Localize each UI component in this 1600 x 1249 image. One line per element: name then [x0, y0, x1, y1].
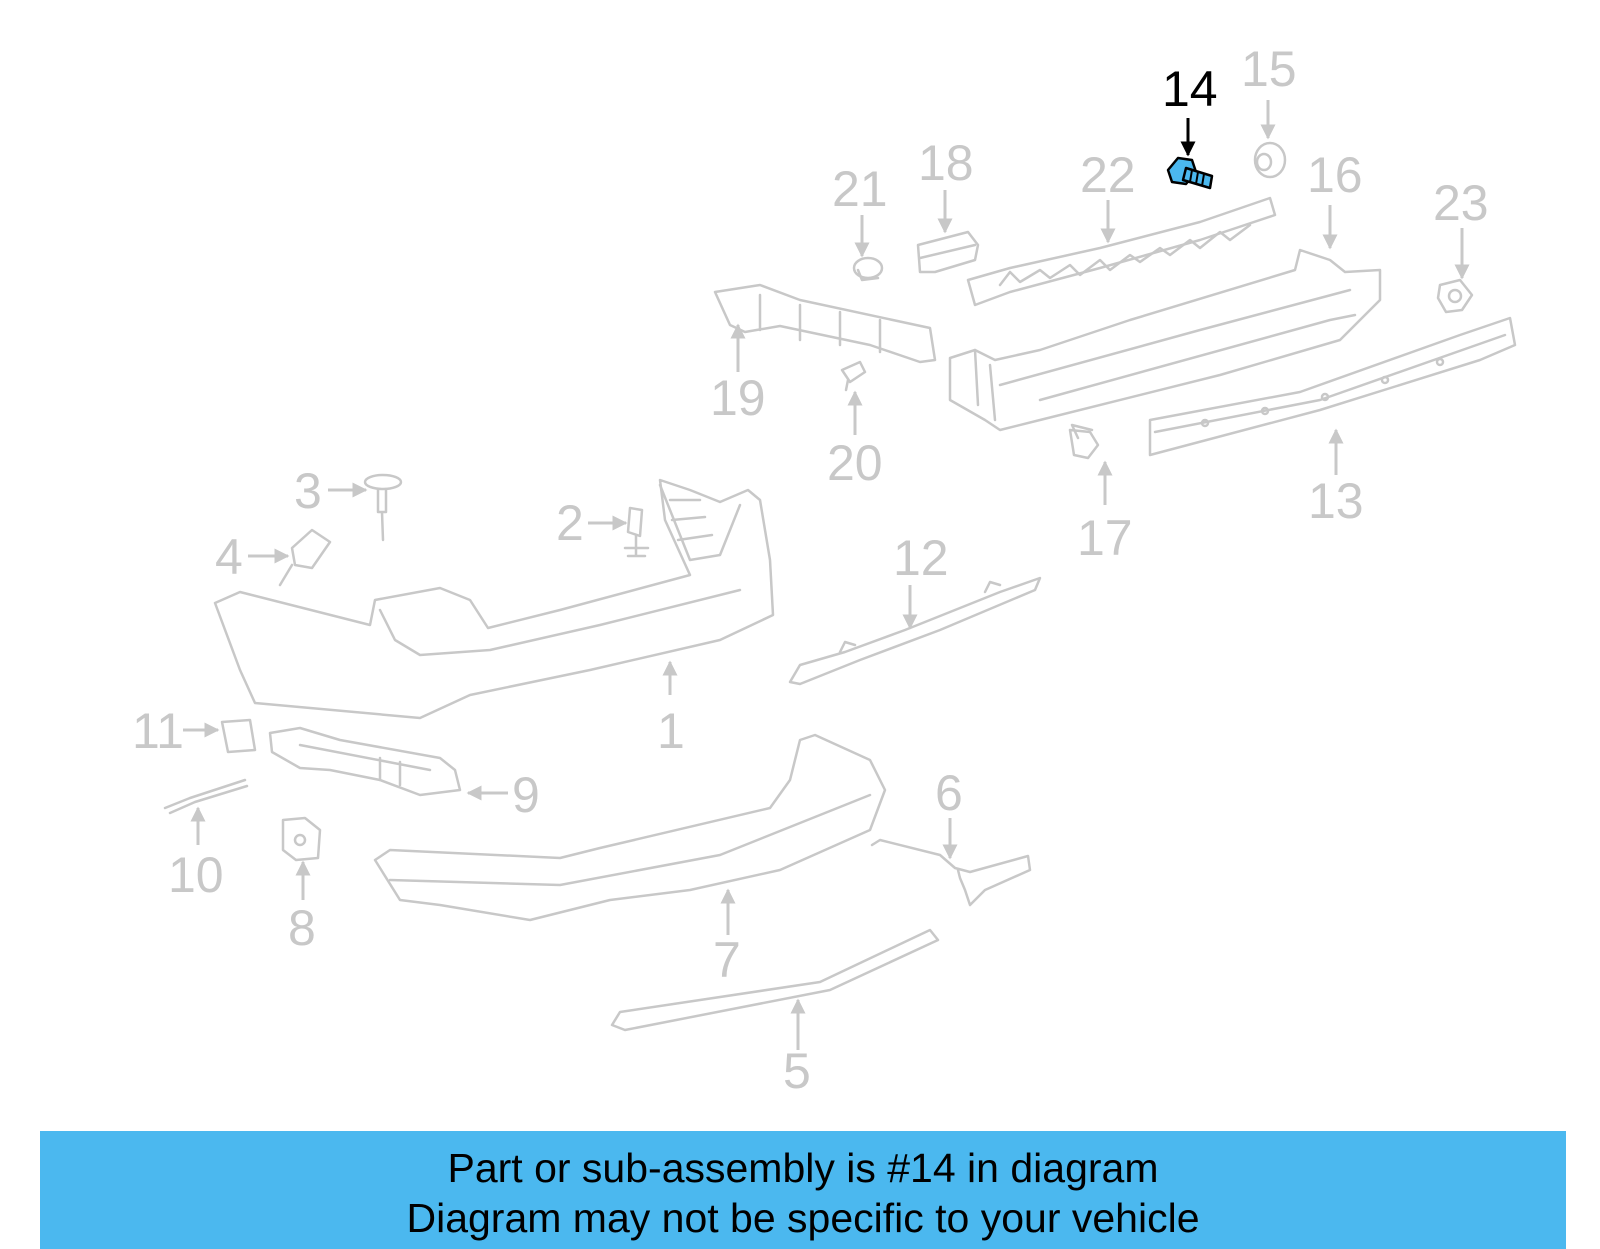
callout-12[interactable]: 12	[893, 530, 949, 586]
callout-20[interactable]: 20	[827, 435, 883, 491]
part-21-clip[interactable]	[852, 256, 884, 282]
callout-14[interactable]: 14	[1162, 61, 1218, 117]
part-5-lower-molding[interactable]	[610, 928, 940, 1032]
part-23-nut[interactable]	[1436, 278, 1474, 314]
leader-arrows	[183, 100, 1470, 1050]
callout-13[interactable]: 13	[1308, 473, 1364, 529]
part-15-spacer[interactable]	[1253, 141, 1287, 179]
banner-line-part-number: Part or sub-assembly is #14 in diagram	[447, 1145, 1159, 1191]
part-16-impact-bar[interactable]	[948, 248, 1382, 432]
part-6-reflector[interactable]	[870, 838, 1032, 907]
part-22-absorber[interactable]	[966, 196, 1277, 307]
part-12-molding[interactable]	[788, 576, 1042, 686]
callout-3[interactable]: 3	[294, 463, 322, 519]
callout-23[interactable]: 23	[1433, 175, 1489, 231]
part-1-bumper-cover[interactable]	[213, 478, 775, 720]
callout-9[interactable]: 9	[512, 767, 540, 823]
part-10-strap[interactable]	[163, 778, 249, 815]
info-banner: Part or sub-assembly is #14 in diagram D…	[40, 1131, 1566, 1249]
callout-16[interactable]: 16	[1307, 147, 1363, 203]
callout-11[interactable]: 11	[132, 703, 184, 759]
callout-2[interactable]: 2	[556, 495, 584, 551]
callout-4[interactable]: 4	[215, 529, 243, 585]
callout-6[interactable]: 6	[935, 765, 963, 821]
part-2-clip[interactable]	[623, 506, 650, 558]
part-13-reinforcement[interactable]	[1148, 316, 1517, 457]
parts-diagram: 1 2 3 4 5 6 7 8 9 10 11 12 13 14 15 16 1…	[132, 41, 1517, 1099]
part-20-screw[interactable]	[840, 360, 867, 392]
callout-labels: 1 2 3 4 5 6 7 8 9 10 11 12 13 14 15 16 1…	[132, 41, 1489, 1099]
part-18-bracket[interactable]	[916, 230, 980, 274]
part-11-pad[interactable]	[220, 718, 257, 754]
part-7-lower-valance[interactable]	[373, 733, 887, 922]
part-19-side-bracket[interactable]	[713, 283, 937, 364]
part-9-bracket[interactable]	[268, 726, 462, 797]
callout-7[interactable]: 7	[713, 932, 741, 988]
callout-8[interactable]: 8	[288, 900, 316, 956]
callout-18[interactable]: 18	[918, 135, 974, 191]
part-8-nut[interactable]	[281, 816, 322, 862]
callout-10[interactable]: 10	[168, 847, 224, 903]
callout-1[interactable]: 1	[657, 703, 685, 759]
part-17-bolt[interactable]	[1068, 423, 1100, 460]
callout-21[interactable]: 21	[832, 161, 888, 217]
part-4-bracket[interactable]	[278, 528, 332, 587]
banner-line-disclaimer: Diagram may not be specific to your vehi…	[406, 1195, 1200, 1241]
callout-15[interactable]: 15	[1241, 41, 1297, 97]
callout-17[interactable]: 17	[1077, 510, 1133, 566]
callout-19[interactable]: 19	[710, 370, 766, 426]
callout-5[interactable]: 5	[783, 1043, 811, 1099]
part-14-bolt[interactable]	[1166, 156, 1214, 190]
callout-22[interactable]: 22	[1080, 147, 1136, 203]
part-3-rivet[interactable]	[363, 473, 403, 542]
